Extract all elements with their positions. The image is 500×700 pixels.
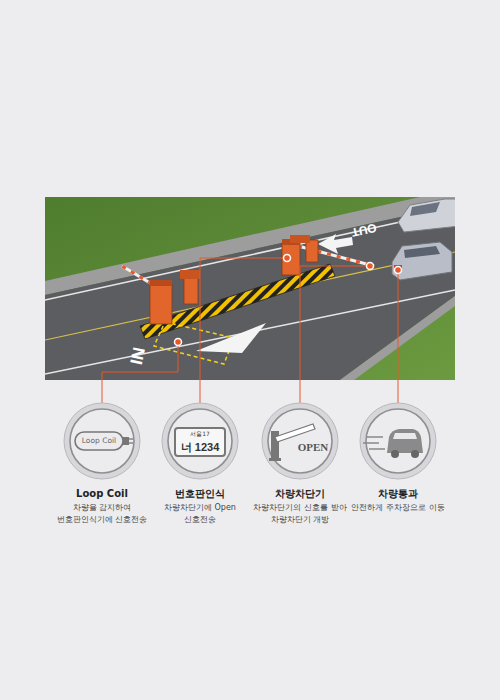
road-scene	[45, 197, 455, 380]
camera	[180, 270, 200, 279]
barrier-post-icon	[271, 431, 279, 459]
car	[398, 199, 455, 232]
camera-pole	[184, 276, 198, 304]
speed-line	[363, 442, 379, 444]
barrier-box	[150, 284, 172, 324]
road	[45, 205, 455, 380]
camera	[290, 235, 310, 243]
car-window	[410, 202, 440, 216]
grass	[45, 197, 455, 380]
barrier-arm-icon	[275, 424, 315, 442]
camera-pole	[306, 240, 318, 262]
barrier-box-top	[150, 280, 172, 286]
plug-pin	[129, 442, 133, 443]
car-icon	[387, 429, 423, 453]
step-description: 안전하게 주차장으로 이동	[349, 502, 447, 514]
step-description: 차량차단기의 신호를 받아 차량차단기 개방	[251, 502, 349, 525]
leader-line	[102, 342, 178, 403]
inner-ring	[366, 409, 430, 473]
leader-dot	[284, 255, 291, 262]
step-circle: 차량차단기차량차단기의 신호를 받아 차량차단기 개방	[251, 401, 349, 525]
circle-outline	[349, 401, 447, 483]
car-icon-wheel	[411, 450, 419, 458]
step-title: 차량통과	[349, 487, 447, 500]
barrier-base-icon	[269, 458, 281, 461]
safety-island	[140, 264, 335, 339]
step-circle: Loop Coil 차량을 감지하여 번호판인식기에 신호전송	[53, 401, 151, 525]
outer-ring	[64, 403, 140, 479]
leader-dot	[367, 263, 374, 270]
leader-dot	[175, 339, 182, 346]
step-title: 차량차단기	[251, 487, 349, 500]
plug-icon	[123, 437, 129, 445]
car	[392, 242, 452, 280]
inner-ring	[70, 409, 134, 473]
leader-dot	[395, 267, 402, 274]
barrier-box	[282, 243, 300, 275]
direction-arrow	[196, 323, 266, 353]
circle-outline	[151, 401, 249, 483]
step-circle: 차량통과안전하게 주차장으로 이동	[349, 401, 447, 514]
step-title: 번호판인식	[151, 487, 249, 500]
plate-icon	[175, 428, 225, 456]
outer-ring	[262, 403, 338, 479]
step-description: 차량차단기에 Open 신호전송	[151, 502, 249, 525]
speed-line	[367, 436, 383, 438]
car-icon-wheel	[391, 450, 399, 458]
step-circle: 번호판인식차량차단기에 Open 신호전송	[151, 401, 249, 525]
circle-outline	[53, 401, 151, 483]
step-description: 차량을 감지하여 번호판인식기에 신호전송	[53, 502, 151, 525]
car-icon-window	[393, 433, 417, 439]
loop-coil-icon	[75, 432, 123, 450]
leader-line	[300, 266, 370, 403]
lane-line	[45, 210, 455, 300]
road-marking: OUT	[350, 221, 377, 238]
circle-outline	[251, 401, 349, 483]
inner-ring	[268, 409, 332, 473]
leader-line	[398, 270, 399, 403]
step-title: Loop Coil	[53, 487, 151, 500]
plug-pin	[129, 438, 133, 439]
outer-ring	[162, 403, 238, 479]
speed-line	[369, 448, 385, 450]
direction-arrow	[318, 234, 353, 254]
inner-ring	[168, 409, 232, 473]
road-marking: IN	[128, 346, 148, 366]
leader-line	[200, 258, 287, 403]
outer-ring	[360, 403, 436, 479]
car-window	[404, 246, 440, 258]
